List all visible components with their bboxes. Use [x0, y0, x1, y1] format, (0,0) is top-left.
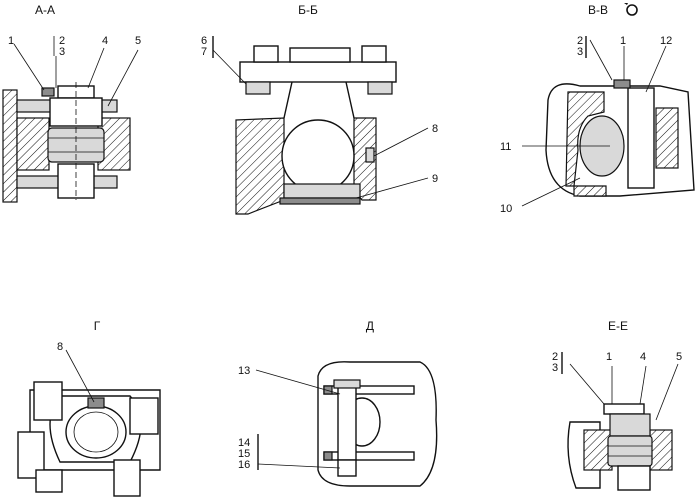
callout-14: 14	[238, 437, 250, 449]
callout-12: 12	[660, 35, 672, 47]
view-d: Д 13 14 15 16	[238, 319, 438, 487]
lock-nut	[337, 459, 357, 477]
end-cap	[567, 421, 601, 489]
callout-2: 2	[577, 35, 583, 47]
callout-8: 8	[57, 341, 63, 353]
cap-boss	[289, 47, 351, 63]
housing-left	[16, 117, 50, 171]
lubricator	[87, 397, 105, 409]
view-title-e-e: Е-Е	[608, 319, 628, 333]
housing-outline	[317, 361, 438, 487]
view-title-b-b: Б-Б	[298, 3, 318, 17]
callout-3: 3	[552, 362, 558, 374]
nut-right	[367, 81, 393, 95]
housing-section-left	[235, 117, 285, 215]
callout-8: 8	[432, 123, 438, 135]
base-plate	[2, 89, 18, 203]
callout-2: 2	[59, 35, 65, 47]
callout-13: 13	[238, 365, 250, 377]
clamp-bolt-left	[33, 381, 63, 421]
bolt-head	[603, 403, 645, 415]
callout-5: 5	[676, 351, 682, 363]
callout-5: 5	[135, 35, 141, 47]
retaining-plate	[279, 197, 361, 205]
view-title-g: Г	[94, 319, 101, 333]
section-view-v-v: В-В 2 3 1 12 11 10	[500, 3, 695, 215]
view-title-v-v: В-В	[588, 3, 608, 17]
callout-9: 9	[432, 173, 438, 185]
callout-6: 6	[201, 35, 207, 47]
callout-10: 10	[500, 203, 512, 215]
callout-16: 16	[238, 459, 250, 471]
callout-7: 7	[201, 46, 207, 58]
callout-3: 3	[577, 46, 583, 58]
view-title-a-a: А-А	[35, 3, 55, 17]
washer	[613, 79, 631, 89]
callout-4: 4	[102, 35, 108, 47]
bushing-upper	[609, 413, 651, 437]
callout-2: 2	[552, 351, 558, 363]
nut-left	[245, 81, 271, 95]
rotated-icon	[624, 3, 638, 16]
ball-joint	[281, 119, 355, 193]
section-view-e-e: Е-Е 2 3 1 4 5	[552, 319, 682, 491]
view-g: Г 8	[17, 319, 161, 497]
callout-4: 4	[640, 351, 646, 363]
washer-left	[41, 87, 55, 97]
clamp-bolt-right	[129, 397, 159, 435]
bearing-ring	[607, 435, 653, 467]
bolt-head-left	[253, 45, 279, 63]
bolt-head	[333, 379, 361, 389]
callout-15: 15	[238, 448, 250, 460]
callout-1: 1	[606, 351, 612, 363]
bolt-shank	[337, 385, 357, 461]
pin	[627, 87, 655, 189]
callout-3: 3	[59, 46, 65, 58]
seat-ring	[283, 183, 361, 199]
bore	[65, 405, 127, 459]
housing-outline	[545, 83, 695, 197]
section-view-b-b: Б-Б 6 7 8 9	[201, 3, 438, 215]
view-title-d: Д	[366, 319, 374, 333]
callout-1: 1	[620, 35, 626, 47]
section-view-a-a: А-А 1 2 3 4 5	[2, 3, 141, 203]
callout-11: 11	[500, 141, 511, 153]
grease-fitting	[365, 147, 375, 163]
housing-right	[649, 429, 673, 471]
top-cap	[239, 61, 397, 83]
callout-1: 1	[8, 35, 14, 47]
nut-right	[113, 459, 141, 497]
nut-lower	[617, 465, 651, 491]
bracket-section	[655, 107, 679, 169]
housing-section	[565, 91, 605, 187]
bolt-head-right	[361, 45, 387, 63]
housing-section-right	[353, 117, 377, 201]
